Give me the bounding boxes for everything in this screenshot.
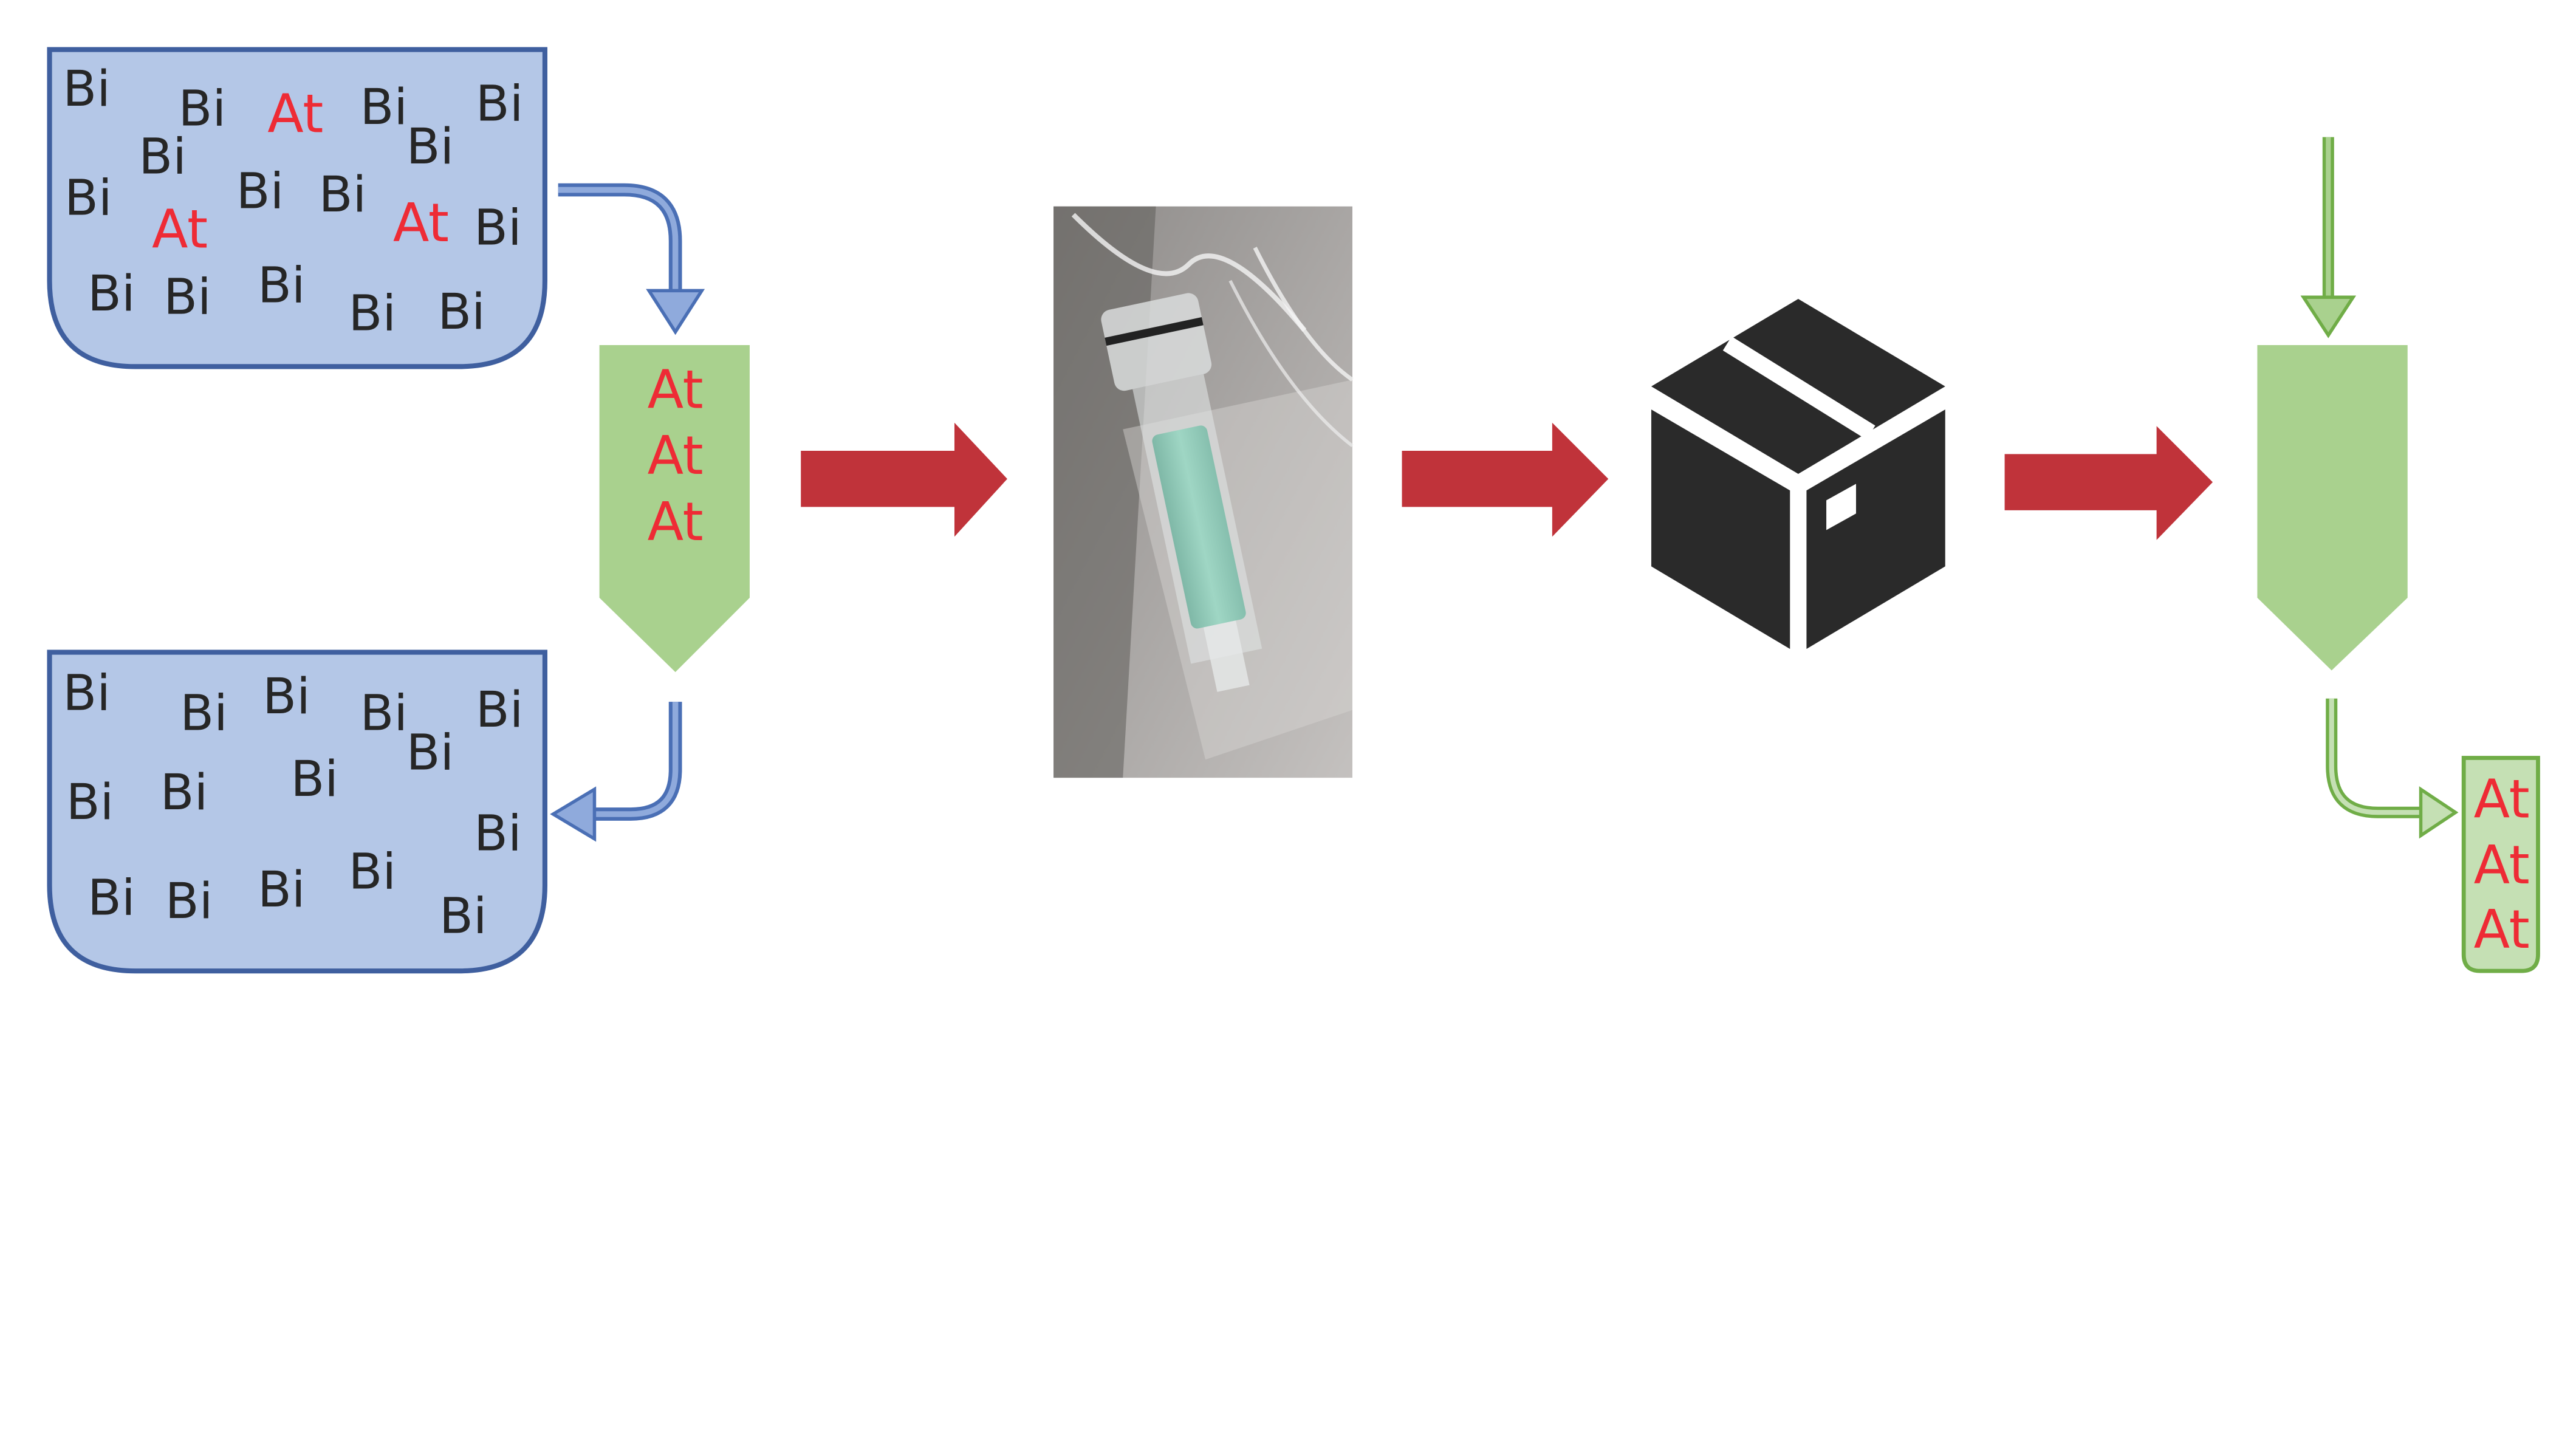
bismuth-label: Bi bbox=[437, 283, 485, 341]
bismuth-label: Bi bbox=[319, 166, 367, 224]
column-to-waste-arrow bbox=[550, 702, 682, 842]
astatine-label: At bbox=[267, 83, 323, 145]
bismuth-label: Bi bbox=[165, 872, 213, 930]
column-label-at: At bbox=[648, 491, 704, 553]
bismuth-label: Bi bbox=[474, 199, 522, 256]
bismuth-label: Bi bbox=[258, 256, 306, 314]
column-shape bbox=[599, 345, 750, 673]
eluted-column bbox=[2257, 345, 2408, 671]
tube-label-at: At bbox=[2474, 768, 2530, 830]
bismuth-label: Bi bbox=[360, 78, 408, 136]
tube-label-at: At bbox=[2474, 834, 2530, 896]
bismuth-label: Bi bbox=[163, 268, 211, 326]
tube-label-at: At bbox=[2474, 899, 2530, 961]
process-arrow-1 bbox=[801, 422, 1007, 537]
bismuth-label: Bi bbox=[87, 265, 135, 323]
eluent-in-arrow bbox=[2300, 137, 2357, 338]
astatine-label: At bbox=[393, 192, 449, 254]
bismuth-label: Bi bbox=[63, 60, 111, 118]
column-label-at: At bbox=[648, 358, 704, 420]
process-arrow-2 bbox=[1402, 422, 1609, 537]
eluate-out-arrow bbox=[2326, 698, 2459, 839]
process-arrow-3 bbox=[2004, 426, 2213, 540]
astatine-label: At bbox=[152, 199, 208, 261]
bismuth-label: Bi bbox=[87, 869, 135, 927]
package-box-icon bbox=[1651, 298, 1945, 649]
bismuth-label: Bi bbox=[476, 75, 524, 132]
bismuth-label: Bi bbox=[139, 128, 187, 185]
eluate-collection-tube: At At At bbox=[2461, 756, 2540, 973]
bismuth-label: Bi bbox=[258, 861, 306, 919]
bismuth-label: Bi bbox=[476, 681, 524, 739]
bismuth-label: Bi bbox=[348, 285, 396, 343]
bismuth-label: Bi bbox=[406, 724, 454, 782]
waste-tank-shape bbox=[47, 649, 547, 974]
bismuth-label: Bi bbox=[360, 684, 408, 742]
column-label-at: At bbox=[648, 425, 704, 487]
bismuth-label: Bi bbox=[474, 805, 522, 863]
bismuth-label: Bi bbox=[180, 684, 228, 742]
feed-tank-shape bbox=[47, 47, 547, 369]
bismuth-label: Bi bbox=[179, 80, 227, 138]
bismuth-label: Bi bbox=[236, 162, 284, 220]
bismuth-label: Bi bbox=[406, 118, 454, 176]
loaded-column: At At At bbox=[599, 345, 750, 673]
bismuth-label: Bi bbox=[160, 764, 208, 821]
bismuth-label: Bi bbox=[64, 169, 112, 227]
bismuth-label: Bi bbox=[63, 665, 111, 722]
bismuth-label: Bi bbox=[290, 750, 338, 808]
bismuth-label: Bi bbox=[439, 888, 487, 945]
bismuth-label: Bi bbox=[348, 843, 396, 900]
bismuth-label: Bi bbox=[66, 773, 114, 831]
column-in-bag-photo bbox=[1053, 206, 1354, 778]
bismuth-label: Bi bbox=[262, 668, 310, 725]
feed-to-column-arrow bbox=[558, 183, 705, 335]
